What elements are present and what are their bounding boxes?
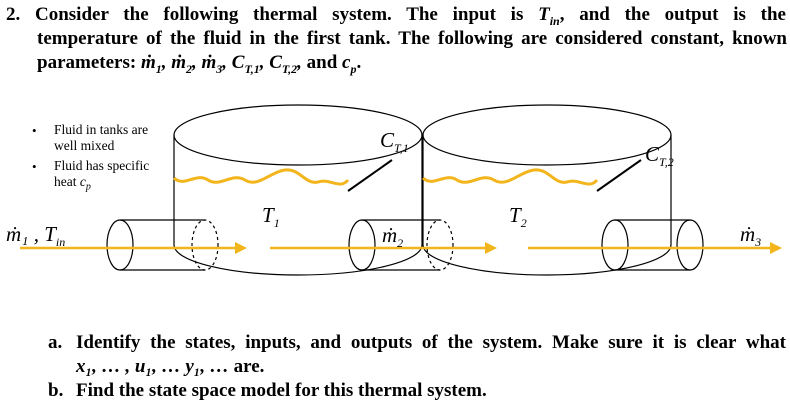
note-well-mixed: Fluid in tanks are well mixed bbox=[54, 122, 149, 153]
note-bullet-1: • bbox=[32, 123, 37, 138]
tank-schematic bbox=[20, 104, 782, 276]
label-CT2: CT,2 bbox=[645, 142, 674, 170]
part-a-line-2: x₁, … , u₁, … y₁, … are. bbox=[76, 356, 265, 377]
thermal-system-diagram: • Fluid in tanks are well mixed • Fluid … bbox=[0, 100, 790, 310]
note-specific-heat: Fluid has specific heat cp bbox=[54, 158, 150, 193]
part-b-label: b. bbox=[48, 380, 64, 401]
label-m2: ṁ2 bbox=[382, 223, 404, 251]
question-line-1: 2. Consider the following thermal system… bbox=[6, 4, 786, 28]
note-bullet-2: • bbox=[32, 159, 37, 174]
label-m3: ṁ3 bbox=[740, 222, 762, 250]
label-m1-tin: ṁ₁ , Tin bbox=[6, 222, 66, 250]
part-a-label: a. bbox=[48, 332, 63, 353]
part-a-line-1: Identify the states, inputs, and outputs… bbox=[76, 332, 786, 353]
label-T1: T1 bbox=[262, 203, 280, 231]
question-line-3: parameters: ṁ1, ṁ2, ṁ3, CT,1, CT,2, and … bbox=[37, 52, 362, 76]
label-CT1: CT,1 bbox=[380, 128, 409, 156]
part-b-text: Find the state space model for this ther… bbox=[76, 380, 487, 401]
question-number: 2. bbox=[6, 4, 21, 25]
question-line-2: temperature of the fluid in the first ta… bbox=[37, 28, 787, 49]
label-T2: T2 bbox=[509, 203, 527, 231]
